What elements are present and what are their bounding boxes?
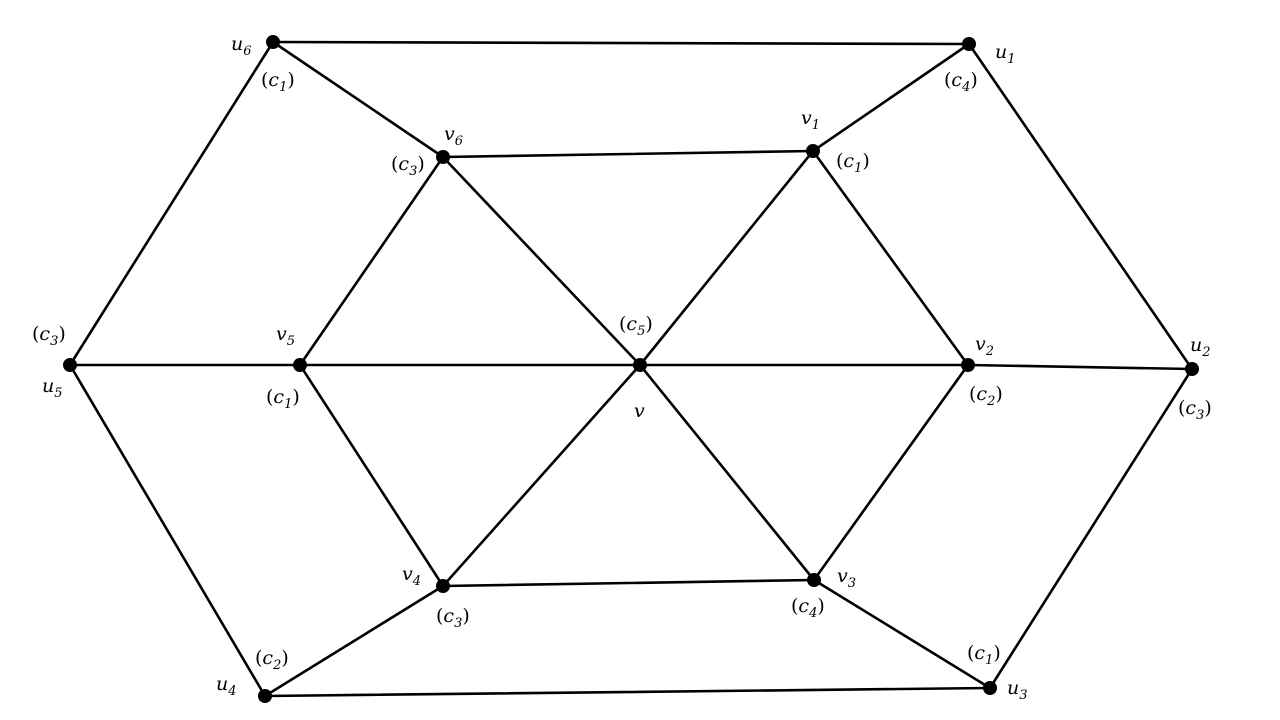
color-label-u5: (c3) [32, 323, 66, 349]
color-label-u4: (c2) [255, 647, 289, 673]
vertex-label-v1: v1 [801, 107, 820, 133]
vertex-v5 [293, 358, 307, 372]
edge-u3-u4 [263, 686, 992, 698]
vertex-label-v4: v4 [402, 563, 421, 589]
vertex-v2 [961, 358, 975, 372]
vertex-u1 [962, 37, 976, 51]
vertex-label-v: v [634, 400, 645, 422]
vertex-u3 [983, 681, 997, 695]
edge-v6-v1 [441, 149, 815, 159]
vertex-label-v6: v6 [444, 123, 463, 149]
color-label-v5: (c1) [266, 386, 300, 412]
edge-v5-v6 [298, 155, 445, 367]
vertex-u5 [63, 358, 77, 372]
edge-v1-v2 [811, 149, 970, 367]
vertex-v3 [807, 573, 821, 587]
edge-u2-v2 [966, 363, 1194, 371]
edge-u1-u2 [967, 42, 1194, 371]
edge-v-v6 [441, 155, 642, 367]
edge-u1-v1 [811, 42, 971, 153]
color-label-v6: (c3) [391, 153, 425, 179]
vertex-label-u5: u5 [42, 375, 63, 401]
color-label-v4: (c3) [436, 605, 470, 631]
edge-u6-v6 [271, 40, 445, 159]
edge-v-v4 [441, 363, 642, 588]
edge-u4-v4 [263, 584, 445, 698]
vertex-label-v3: v3 [837, 565, 856, 591]
vertex-u4 [258, 689, 272, 703]
vertex-v4 [436, 579, 450, 593]
label-layer: u1(c4)u2(c3)u3(c1)u4(c2)u5(c3)u6(c1)v1(c… [32, 33, 1212, 703]
edge-v3-v4 [441, 578, 816, 588]
edge-u3-v3 [812, 578, 992, 690]
edge-u2-u3 [988, 367, 1194, 690]
edge-v-v1 [638, 149, 815, 367]
edge-v-v3 [638, 363, 816, 582]
vertex-label-v2: v2 [975, 333, 994, 359]
node-layer [63, 35, 1199, 703]
edge-u4-u5 [68, 363, 267, 698]
edge-v4-v5 [298, 363, 445, 588]
color-label-v1: (c1) [836, 150, 870, 176]
vertex-label-u3: u3 [1007, 677, 1028, 703]
color-label-v2: (c2) [969, 383, 1003, 409]
vertex-u6 [266, 35, 280, 49]
color-label-u1: (c4) [944, 69, 978, 95]
vertex-v6 [436, 150, 450, 164]
edge-v2-v3 [812, 363, 970, 582]
edge-u6-u1 [271, 40, 971, 46]
edge-layer [68, 40, 1194, 698]
vertex-label-u6: u6 [231, 33, 252, 59]
color-label-u2: (c3) [1178, 397, 1212, 423]
vertex-label-u1: u1 [995, 41, 1016, 67]
color-label-v3: (c4) [791, 595, 825, 621]
vertex-v1 [806, 144, 820, 158]
edge-u5-u6 [68, 40, 275, 367]
vertex-v [633, 358, 647, 372]
color-label-u6: (c1) [261, 69, 295, 95]
vertex-label-u2: u2 [1190, 334, 1211, 360]
vertex-label-u4: u4 [216, 673, 237, 699]
vertex-label-v5: v5 [276, 323, 295, 349]
color-label-u3: (c1) [967, 642, 1001, 668]
color-label-v: (c5) [619, 313, 653, 339]
vertex-u2 [1185, 362, 1199, 376]
